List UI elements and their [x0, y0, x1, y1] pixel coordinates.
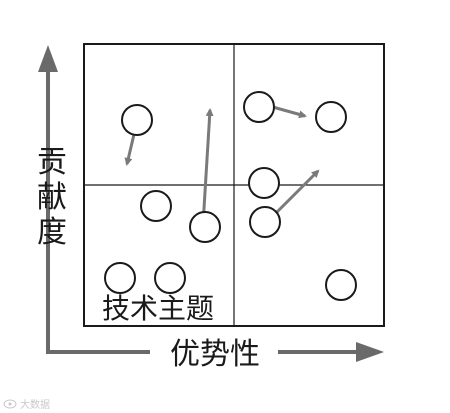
- y-axis-label-char-2: 献: [37, 180, 67, 215]
- movement-arrow-1: [124, 129, 137, 166]
- y-axis-arrow: [38, 45, 58, 350]
- topic-circle-9: [249, 206, 281, 238]
- quadrant-frame: [83, 43, 385, 327]
- topic-circle-1: [121, 104, 153, 136]
- movement-arrow-2: [201, 108, 214, 226]
- topic-circles: [104, 91, 357, 301]
- topic-circle-4: [104, 262, 136, 294]
- y-axis-label-char-1: 贡: [37, 145, 67, 180]
- weibo-icon: [3, 399, 17, 409]
- topic-circle-7: [315, 101, 347, 133]
- topic-circle-5: [154, 262, 186, 294]
- box-label: 技术主题: [102, 292, 214, 325]
- watermark: 大数据: [3, 398, 50, 411]
- watermark-text: 大数据: [20, 398, 50, 411]
- topic-circle-2: [140, 190, 172, 222]
- y-axis-label: 贡 献 度: [37, 145, 67, 250]
- topic-circle-8: [248, 167, 280, 199]
- topic-circle-6: [243, 91, 275, 123]
- x-axis-label: 优势性: [170, 337, 260, 372]
- topic-circle-3: [189, 211, 221, 243]
- x-axis-arrow: [278, 342, 384, 362]
- topic-circle-10: [325, 269, 357, 301]
- y-axis-label-char-3: 度: [37, 215, 67, 250]
